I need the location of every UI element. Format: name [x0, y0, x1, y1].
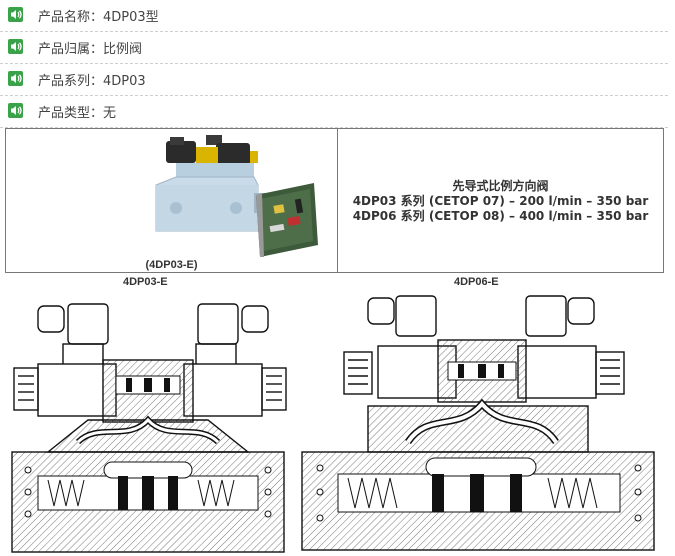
section-drawing-right: [301, 295, 655, 551]
speaker-icon: [8, 103, 23, 118]
product-table: (4DP03-E) 先导式比例方向阀 4DP03 系列 (CETOP 07) –…: [5, 128, 664, 273]
attr-row-name: 产品名称：4DP03型: [0, 0, 668, 32]
speaker-icon: [8, 39, 23, 54]
photo-caption: (4DP03-E): [145, 259, 198, 271]
attr-label: 产品名称：: [38, 10, 104, 25]
product-attributes: 产品名称：4DP03型 产品归属：比例阀 产品系列：4DP03 产品类型：无: [0, 0, 668, 128]
section-drawing-left: [11, 303, 287, 553]
attr-value: 4DP03型: [103, 10, 159, 25]
attr-label: 产品归属：: [38, 42, 104, 57]
product-photo: [155, 135, 318, 257]
attr-row-series: 产品系列：4DP03: [0, 64, 668, 96]
attr-label: 产品系列：: [38, 74, 104, 89]
attr-label: 产品类型：: [38, 106, 104, 121]
table-divider: [337, 129, 338, 272]
speaker-icon: [8, 7, 23, 22]
description-line-1: 4DP03 系列 (CETOP 07) – 200 l/min – 350 ba…: [352, 194, 649, 208]
description-line-2: 4DP06 系列 (CETOP 08) – 400 l/min – 350 ba…: [352, 209, 649, 223]
attr-value: 4DP03: [103, 74, 146, 89]
description-title: 先导式比例方向阀: [452, 179, 549, 193]
attr-row-category: 产品归属：比例阀: [0, 32, 668, 64]
attr-value: 比例阀: [103, 42, 143, 57]
attr-row-type: 产品类型：无: [0, 96, 668, 128]
product-description: 先导式比例方向阀 4DP03 系列 (CETOP 07) – 200 l/min…: [338, 179, 663, 224]
speaker-icon: [8, 71, 23, 86]
attr-value: 无: [103, 106, 117, 121]
drawing-caption-left: 4DP03-E: [123, 276, 168, 288]
drawing-caption-right: 4DP06-E: [454, 276, 499, 288]
